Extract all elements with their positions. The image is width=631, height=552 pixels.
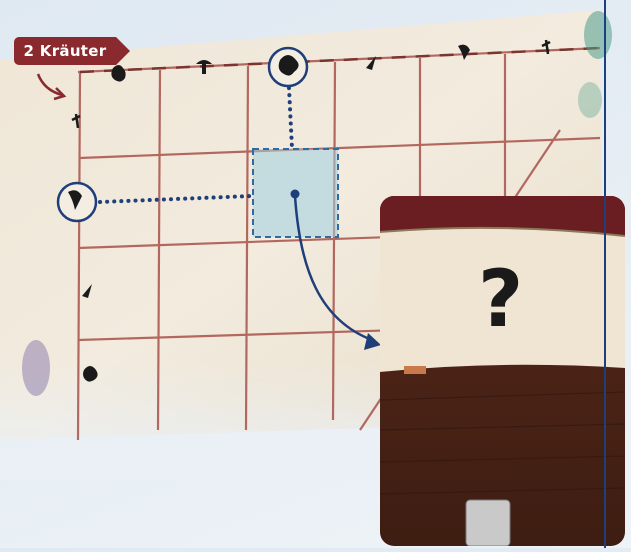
green-stain xyxy=(584,11,612,59)
purple-stain xyxy=(22,340,50,396)
card-slot xyxy=(466,500,510,546)
page-border-right xyxy=(604,0,606,548)
herb-count-tag: 2 Kräuter xyxy=(14,37,116,65)
mystery-card xyxy=(380,196,625,546)
card-question-mark: ? xyxy=(478,255,523,345)
